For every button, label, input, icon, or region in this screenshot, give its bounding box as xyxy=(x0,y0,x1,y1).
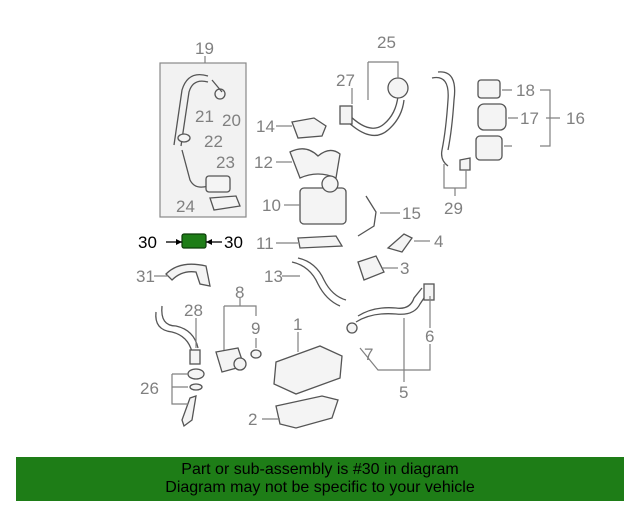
callout-13: 13 xyxy=(264,267,283,286)
egr-tube-13 xyxy=(291,261,341,307)
callout-1: 1 xyxy=(293,315,302,334)
callout-3: 3 xyxy=(400,259,409,278)
pump-17 xyxy=(477,103,507,131)
valve-23 xyxy=(205,175,231,193)
callout-19: 19 xyxy=(195,39,214,58)
ring-22 xyxy=(177,133,191,143)
pump-16 xyxy=(475,135,503,161)
egr-pipe-25 xyxy=(347,95,399,129)
hose-29 xyxy=(431,76,449,167)
callout-27: 27 xyxy=(336,71,355,90)
callout-11: 11 xyxy=(256,234,274,253)
egr-valve-10 xyxy=(299,187,347,225)
banner-line-1: Part or sub-assembly is #30 in diagram xyxy=(181,461,459,478)
part-26b xyxy=(189,383,203,391)
sensor-3 xyxy=(357,255,385,281)
canister-1 xyxy=(273,345,343,395)
info-banner: Part or sub-assembly is #30 in diagram D… xyxy=(16,457,624,501)
clamp-7 xyxy=(346,322,358,334)
callout-16: 16 xyxy=(566,109,585,128)
hose-5 xyxy=(355,291,429,323)
callout-10: 10 xyxy=(262,196,281,215)
callout-29: 29 xyxy=(444,199,463,218)
callout-5: 5 xyxy=(399,383,408,402)
callout-15: 15 xyxy=(402,204,421,223)
part-26a xyxy=(187,368,205,380)
callout-6: 6 xyxy=(425,327,434,346)
hose-15 xyxy=(357,195,377,237)
callout-18: 18 xyxy=(516,81,535,100)
hose-28 xyxy=(155,311,193,353)
callout-30-right: 30 xyxy=(224,233,243,252)
callout-7: 7 xyxy=(364,345,373,364)
heat-shield-12 xyxy=(289,148,341,179)
callout-25: 25 xyxy=(377,33,396,52)
callout-23: 23 xyxy=(216,153,235,172)
seal-9 xyxy=(250,349,262,359)
bracket-4 xyxy=(386,233,413,253)
callout-17: 17 xyxy=(520,109,539,128)
banner-line-2: Diagram may not be specific to your vehi… xyxy=(165,479,475,496)
bracket-31 xyxy=(165,263,211,287)
hose-21 xyxy=(173,73,209,146)
callout-24: 24 xyxy=(176,197,195,216)
part-30-highlight xyxy=(181,233,207,249)
callout-2: 2 xyxy=(248,410,257,429)
fitting-6 xyxy=(423,283,435,301)
callout-30-left: 30 xyxy=(138,233,157,252)
callout-31: 31 xyxy=(136,267,155,286)
egr-valve-25 xyxy=(387,77,409,99)
callout-12: 12 xyxy=(254,153,273,172)
callout-9: 9 xyxy=(251,319,260,338)
callout-21: 21 xyxy=(195,107,214,126)
gasket-11 xyxy=(297,235,344,249)
parts-diagram: 19 25 27 21 20 22 23 24 14 12 10 11 13 1… xyxy=(136,33,585,429)
callout-22: 22 xyxy=(204,132,223,151)
gasket-24 xyxy=(209,195,241,211)
bracket-14 xyxy=(291,117,327,139)
part-26c xyxy=(181,395,197,428)
callout-20: 20 xyxy=(222,111,241,130)
subassembly-box-19 xyxy=(159,62,247,218)
callout-28: 28 xyxy=(184,301,203,320)
cap-18 xyxy=(477,79,501,99)
callout-8: 8 xyxy=(235,283,244,302)
callout-14: 14 xyxy=(256,117,275,136)
bracket-2 xyxy=(275,395,339,429)
flange-27 xyxy=(339,105,353,125)
hose-21-outer xyxy=(180,80,209,147)
callout-26: 26 xyxy=(140,379,159,398)
callout-4: 4 xyxy=(434,232,443,251)
